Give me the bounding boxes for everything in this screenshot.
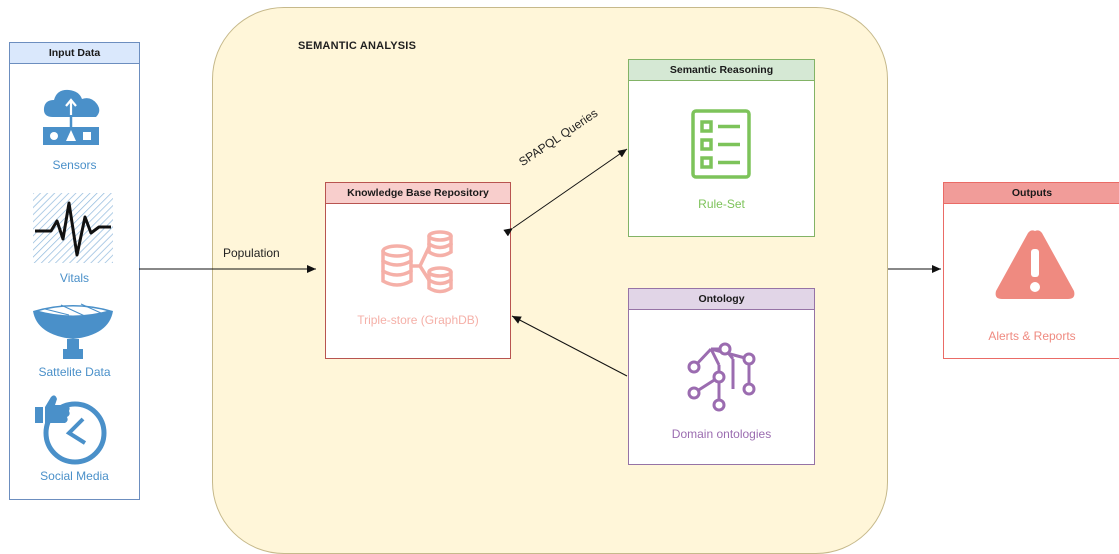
semantic-reasoning-header: Semantic Reasoning <box>629 60 814 81</box>
input-data-header: Input Data <box>10 43 139 64</box>
tree-graph-icon <box>687 342 756 412</box>
ontology-header: Ontology <box>629 289 814 310</box>
domain-ontologies-label: Domain ontologies <box>671 427 772 441</box>
alerts-reports-label: Alerts & Reports <box>988 329 1076 343</box>
warning-icon <box>995 230 1075 299</box>
checklist-icon <box>691 109 751 179</box>
knowledge-base-header: Knowledge Base Repository <box>326 183 510 204</box>
database-icon <box>381 230 453 294</box>
outputs-panel: Outputs Alerts & Reports <box>943 182 1119 359</box>
sparql-edge <box>503 148 628 237</box>
thumbs-up-clock-icon <box>35 395 107 465</box>
triple-store-label: Triple-store (GraphDB) <box>357 313 479 327</box>
ontology-panel: Ontology Domain ontologies <box>628 288 815 465</box>
heartbeat-icon <box>33 193 113 263</box>
sensors-label: Sensors <box>52 158 97 172</box>
satellite-data-label: Sattelite Data <box>38 365 111 379</box>
population-label: Population <box>223 246 280 260</box>
ontology-edge <box>511 315 628 377</box>
semantic-analysis-title: SEMANTIC ANALYSIS <box>298 40 417 52</box>
outputs-header: Outputs <box>944 183 1119 204</box>
satellite-dish-icon <box>33 303 113 359</box>
social-media-label: Social Media <box>40 469 109 483</box>
rule-set-label: Rule-Set <box>698 197 745 211</box>
input-data-panel: Input Data Sensors Vitals Sattelite Data <box>9 42 140 500</box>
cloud-sensor-icon <box>43 89 100 145</box>
semantic-reasoning-panel: Semantic Reasoning Rule-Set <box>628 59 815 237</box>
knowledge-base-panel: Knowledge Base Repository Triple-store (… <box>325 182 511 359</box>
vitals-label: Vitals <box>59 271 90 285</box>
edges-layer <box>139 148 941 377</box>
